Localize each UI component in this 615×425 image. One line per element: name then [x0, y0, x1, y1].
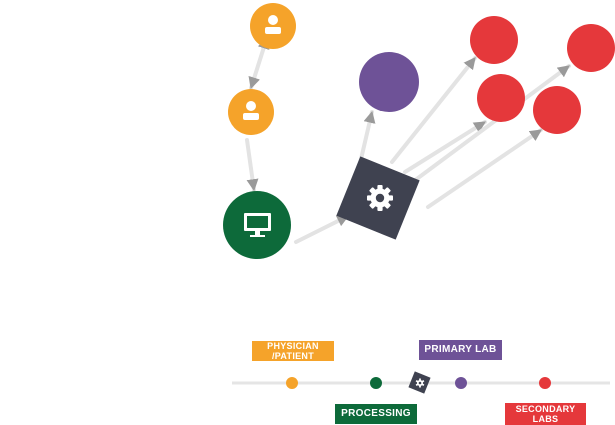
connector-processor-secondary-2 [403, 120, 487, 174]
processor-node [336, 156, 420, 240]
legend-label-processing-text: PROCESSING [341, 408, 411, 419]
legend-label-primary-lab-text: PRIMARY LAB [424, 344, 497, 355]
person-icon [265, 15, 281, 34]
gear-icon [367, 185, 393, 211]
connector-physician-computer [245, 138, 259, 192]
connector-processor-secondary-4 [426, 128, 543, 209]
legend-label-primary-lab: PRIMARY LAB [419, 340, 502, 360]
legend-label-processing: PROCESSING [335, 404, 417, 424]
legend-dot-physician [286, 377, 298, 389]
legend-label-physician-text: PHYSICIAN /PATIENT [267, 341, 319, 361]
legend-processor-marker [408, 371, 431, 394]
secondary-lab-node-2 [477, 74, 525, 122]
connector-computer-processor [294, 214, 350, 244]
secondary-lab-node-1 [470, 16, 518, 64]
computer-node [223, 191, 291, 259]
person-icon [243, 101, 259, 120]
monitor-icon [244, 213, 271, 237]
legend-timeline [232, 371, 610, 394]
gear-icon [415, 378, 425, 388]
legend-label-physician: PHYSICIAN /PATIENT [252, 341, 334, 361]
legend-label-secondary-labs: SECONDARY LABS [505, 403, 586, 425]
secondary-lab-node-4 [533, 86, 581, 134]
physician-node-bottom [228, 89, 274, 135]
connector-processor-secondary-3 [412, 64, 571, 183]
physician-node-top [250, 3, 296, 49]
primary-lab-node [359, 52, 419, 112]
connector-physicians [248, 36, 270, 90]
legend-dot-primary-lab [455, 377, 467, 389]
connector-processor-secondary-1 [390, 56, 477, 164]
legend-dot-processing [370, 377, 382, 389]
legend-label-secondary-labs-text: SECONDARY LABS [515, 404, 576, 424]
legend-dot-secondary-labs [539, 377, 551, 389]
secondary-lab-node-3 [567, 24, 615, 72]
